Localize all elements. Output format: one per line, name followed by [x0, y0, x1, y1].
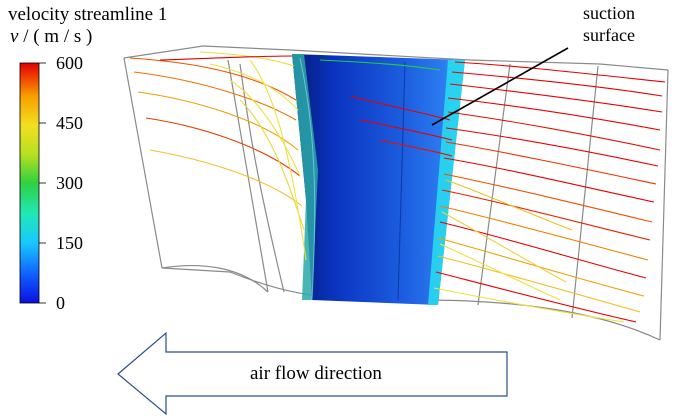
streamlines-right — [433, 61, 666, 323]
colorbar-tick-label: 600 — [56, 53, 83, 73]
streamline — [441, 211, 567, 283]
outline-left — [123, 57, 163, 269]
outline-inner-left — [227, 59, 269, 293]
outline-hub-inner — [239, 63, 285, 293]
streamline — [435, 271, 637, 323]
streamline — [447, 111, 661, 151]
annotation-leader — [431, 47, 569, 126]
colorbar-tick-label: 300 — [56, 173, 83, 193]
streamline — [133, 71, 297, 121]
streamlines-on-blade — [319, 59, 453, 157]
streamline — [229, 79, 301, 177]
annotation-line: suction — [583, 3, 635, 23]
streamline — [149, 149, 303, 207]
streamline — [359, 119, 453, 141]
legend-unit: v / ( m / s ) — [10, 26, 92, 48]
streamline — [349, 95, 451, 121]
colorbar-ticks — [39, 62, 46, 304]
blade-surface — [292, 54, 465, 305]
streamline — [445, 141, 657, 185]
blade-trailing-edge — [428, 60, 465, 305]
streamline — [129, 57, 297, 101]
streamline — [445, 179, 573, 231]
streamline — [447, 97, 661, 131]
outline-hub — [161, 264, 269, 293]
outline-top — [123, 45, 669, 71]
streamline — [443, 157, 655, 203]
streamlines-left — [129, 51, 307, 261]
colorbar-tick-label: 450 — [56, 113, 83, 133]
unit-text: / ( m / s ) — [18, 26, 93, 47]
streamline — [159, 55, 293, 61]
blade-body — [292, 54, 465, 305]
flow-direction-label: air flow direction — [250, 363, 382, 384]
colorbar-tick-label: 150 — [56, 233, 83, 253]
streamline — [454, 61, 666, 83]
streamline — [437, 255, 641, 313]
annotation-line: surface — [583, 25, 635, 45]
streamline — [449, 83, 663, 113]
streamline — [445, 127, 659, 167]
streamline — [443, 173, 653, 223]
blade-leading-edge — [292, 54, 318, 300]
streamline — [379, 139, 453, 157]
streamline — [439, 205, 649, 261]
streamline — [249, 59, 307, 261]
flow-direction-arrow — [117, 331, 508, 416]
streamline — [199, 51, 295, 67]
streamline — [433, 287, 625, 323]
blade-rib — [397, 61, 406, 301]
legend-title: velocity streamline 1 — [8, 4, 168, 25]
streamline — [319, 59, 441, 71]
colorbar — [19, 62, 40, 304]
streamline — [441, 189, 651, 241]
streamline — [439, 221, 647, 279]
streamline — [209, 63, 299, 111]
streamline — [439, 243, 561, 301]
streamline — [145, 117, 301, 177]
colorbar-tick-label: 0 — [56, 293, 65, 313]
suction-surface-annotation: suction surface — [583, 2, 635, 46]
outline-right — [659, 69, 669, 341]
streamline — [437, 237, 645, 297]
outline-inner-right2 — [571, 65, 599, 319]
streamline — [451, 71, 663, 97]
unit-symbol: v — [10, 26, 19, 47]
blade-highlight — [299, 57, 316, 301]
